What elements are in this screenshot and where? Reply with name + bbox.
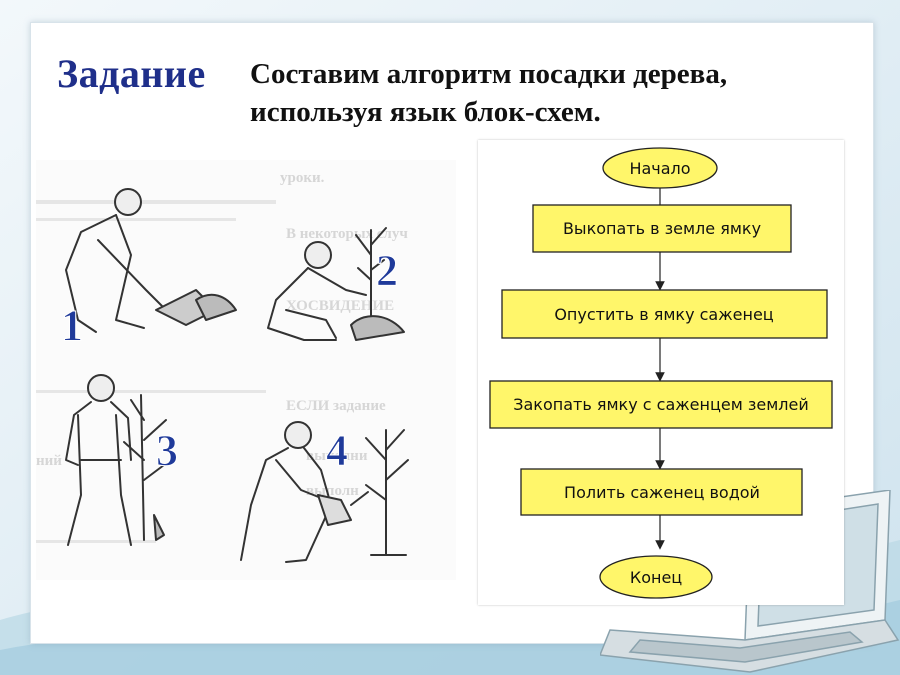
flow-step-1 [532, 204, 792, 253]
book-text-3: ЕСЛИ задание [286, 398, 386, 414]
flow-step-2-label: Опустить в ямку саженец [554, 305, 773, 324]
step-number-3: 3 [156, 426, 178, 475]
book-text-6: ний [36, 453, 62, 469]
figure-burying [65, 374, 167, 546]
book-text-top: уроки. [280, 170, 325, 186]
flow-step-4 [520, 468, 803, 516]
task-description: Составим алгоритм посадки дерева, исполь… [250, 55, 850, 131]
step-number-1: 1 [61, 301, 83, 350]
flow-step-4-label: Полить саженец водой [564, 483, 760, 502]
flowchart: Начало Выкопать в земле ямку Опустить в … [489, 147, 833, 599]
book-text-2: ХОСВИДЕНИЕ [286, 298, 394, 314]
flow-step-3-label: Закопать ямку с саженцем землей [513, 395, 809, 414]
flow-step-1-label: Выкопать в земле ямку [563, 219, 761, 238]
book-text-4: выполни [306, 448, 368, 464]
flow-end-label: Конец [630, 568, 682, 587]
task-heading: Задание [57, 51, 206, 96]
flow-end-terminal [599, 555, 713, 599]
figure-digging [65, 188, 237, 333]
step-number-2: 2 [376, 246, 398, 295]
flow-start-terminal [602, 147, 718, 189]
book-text-1: В некоторых случ [286, 226, 408, 242]
task-line-1: Составим алгоритм посадки дерева, [250, 58, 728, 90]
tree-planting-illustration: уроки. В некоторых случ ХОСВИДЕНИЕ ЕСЛИ … [36, 160, 456, 580]
flowchart-panel: Начало Выкопать в земле ямку Опустить в … [478, 140, 844, 605]
figure-planting [267, 227, 405, 341]
task-line-2: используя язык блок-схем. [250, 96, 601, 128]
step-number-4: 4 [326, 426, 348, 475]
flow-step-2 [501, 289, 828, 339]
book-text-5: выполн [306, 483, 359, 499]
flow-start-label: Начало [629, 159, 690, 178]
figure-watering [240, 421, 409, 563]
flow-step-3 [489, 380, 833, 429]
